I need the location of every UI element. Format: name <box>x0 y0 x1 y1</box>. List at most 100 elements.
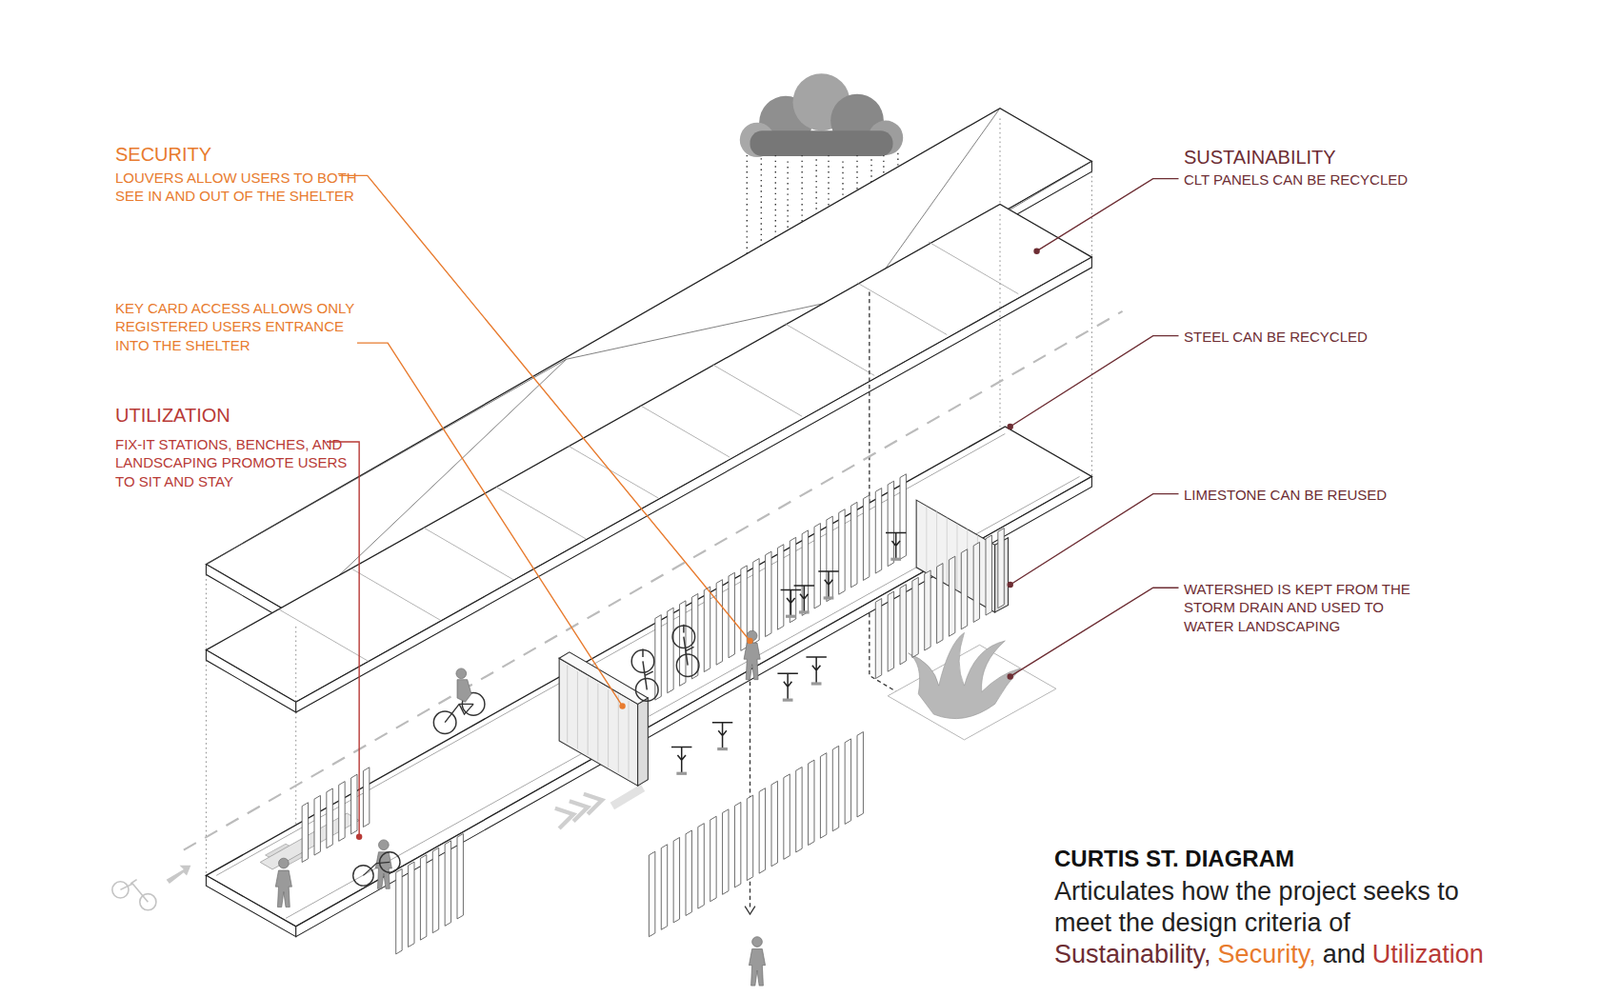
louver <box>875 488 881 574</box>
louver-row <box>655 474 907 700</box>
louver <box>703 586 710 672</box>
drain-path <box>869 292 911 701</box>
bike-rack <box>671 746 692 774</box>
hanging-bike <box>672 624 700 678</box>
section-heading: SUSTAINABILITY <box>1183 145 1489 169</box>
louver <box>948 556 955 637</box>
floor-slab <box>205 426 1092 938</box>
louver <box>444 840 451 926</box>
leader-line <box>339 175 751 641</box>
fixit-bike <box>353 852 400 886</box>
louver <box>985 535 992 616</box>
criteria-word: Sustainability, <box>1054 939 1212 971</box>
louver <box>844 739 851 824</box>
louver <box>887 480 894 566</box>
leader-dot <box>1007 423 1014 430</box>
wall-texture <box>567 665 629 780</box>
entry-arrow-symbol <box>166 865 192 884</box>
louver <box>716 580 722 665</box>
louver <box>351 774 358 835</box>
callout-note: LOUVERS ALLOW USERS TO BOTH SEE IN AND O… <box>115 168 359 206</box>
louver-row <box>875 528 1004 680</box>
louver <box>408 861 415 947</box>
leader-line <box>1010 336 1180 427</box>
louver <box>814 523 820 609</box>
leader-dot <box>1033 247 1040 254</box>
louver <box>839 509 845 595</box>
louver <box>808 760 815 845</box>
rider-head <box>456 668 467 680</box>
louver <box>746 795 753 880</box>
louver <box>832 745 839 831</box>
louver <box>777 544 783 630</box>
louver <box>900 584 906 665</box>
louver <box>457 833 463 919</box>
callout-note: STEEL CAN BE RECYCLED <box>1183 327 1499 346</box>
clt-edge <box>205 650 296 713</box>
leader-line <box>326 441 360 838</box>
louver <box>326 788 333 849</box>
callout-note: CLT PANELS CAN BE RECYCLED <box>1183 170 1499 189</box>
bike-rack <box>805 657 826 684</box>
louver <box>862 495 869 580</box>
person <box>275 858 292 907</box>
person <box>743 630 760 680</box>
bike-rack <box>818 571 839 599</box>
louver <box>396 868 402 954</box>
criteria-word: Utilization <box>1372 939 1484 971</box>
louver <box>771 780 778 866</box>
leader-dot <box>746 638 753 644</box>
louver-row <box>648 732 863 938</box>
louver <box>973 541 980 622</box>
louver <box>420 855 426 940</box>
louver <box>734 801 740 887</box>
louver <box>857 732 863 818</box>
louver <box>339 781 345 842</box>
clt-panel-joints <box>279 241 1020 661</box>
leader-line <box>357 342 623 706</box>
louver <box>801 530 808 616</box>
cyclist <box>433 668 485 735</box>
louver <box>998 528 1004 609</box>
diagram-caption: Articulates how the project seeks to mee… <box>1054 876 1498 940</box>
louver <box>710 816 717 901</box>
floor-edge <box>296 476 1093 937</box>
louver <box>648 851 655 937</box>
louver <box>912 577 919 658</box>
louver <box>432 847 439 933</box>
floor-rim <box>216 433 1080 919</box>
cloud-base <box>750 130 894 157</box>
louver <box>820 753 826 839</box>
louver <box>937 563 943 644</box>
louver <box>759 788 765 874</box>
leader-dot <box>1007 581 1014 588</box>
bike-frame <box>120 880 148 903</box>
louver <box>875 599 881 680</box>
caption-criteria-line: Sustainability,Security,andUtilization <box>1054 939 1598 971</box>
roof-slab <box>205 108 1092 627</box>
floor-marking <box>612 787 643 806</box>
louver <box>765 551 772 637</box>
louver <box>362 767 369 828</box>
louver <box>783 774 790 860</box>
bike-rack <box>794 585 815 613</box>
callout-note: WATERSHED IS KEPT FROM THE STORM DRAIN A… <box>1183 580 1434 636</box>
lane-centerline <box>183 311 1123 851</box>
leader-line <box>1010 587 1180 677</box>
leader-dots <box>356 247 1040 840</box>
floor-chevrons <box>555 794 602 829</box>
callout-note: KEY CARD ACCESS ALLOWS ONLY REGISTERED U… <box>115 299 359 355</box>
bike-rack <box>777 673 798 700</box>
louver <box>301 802 308 863</box>
entry-arrow <box>744 906 756 916</box>
leader-dot <box>1007 673 1014 680</box>
louver <box>960 549 967 630</box>
criteria-word: and <box>1322 939 1366 971</box>
callout-note: FIX-IT STATIONS, BENCHES, AND LANDSCAPIN… <box>115 435 350 491</box>
hanging-bike <box>631 649 659 702</box>
louver <box>667 607 674 693</box>
louver <box>924 570 931 651</box>
leader-line <box>1037 179 1180 252</box>
louver <box>887 591 894 672</box>
